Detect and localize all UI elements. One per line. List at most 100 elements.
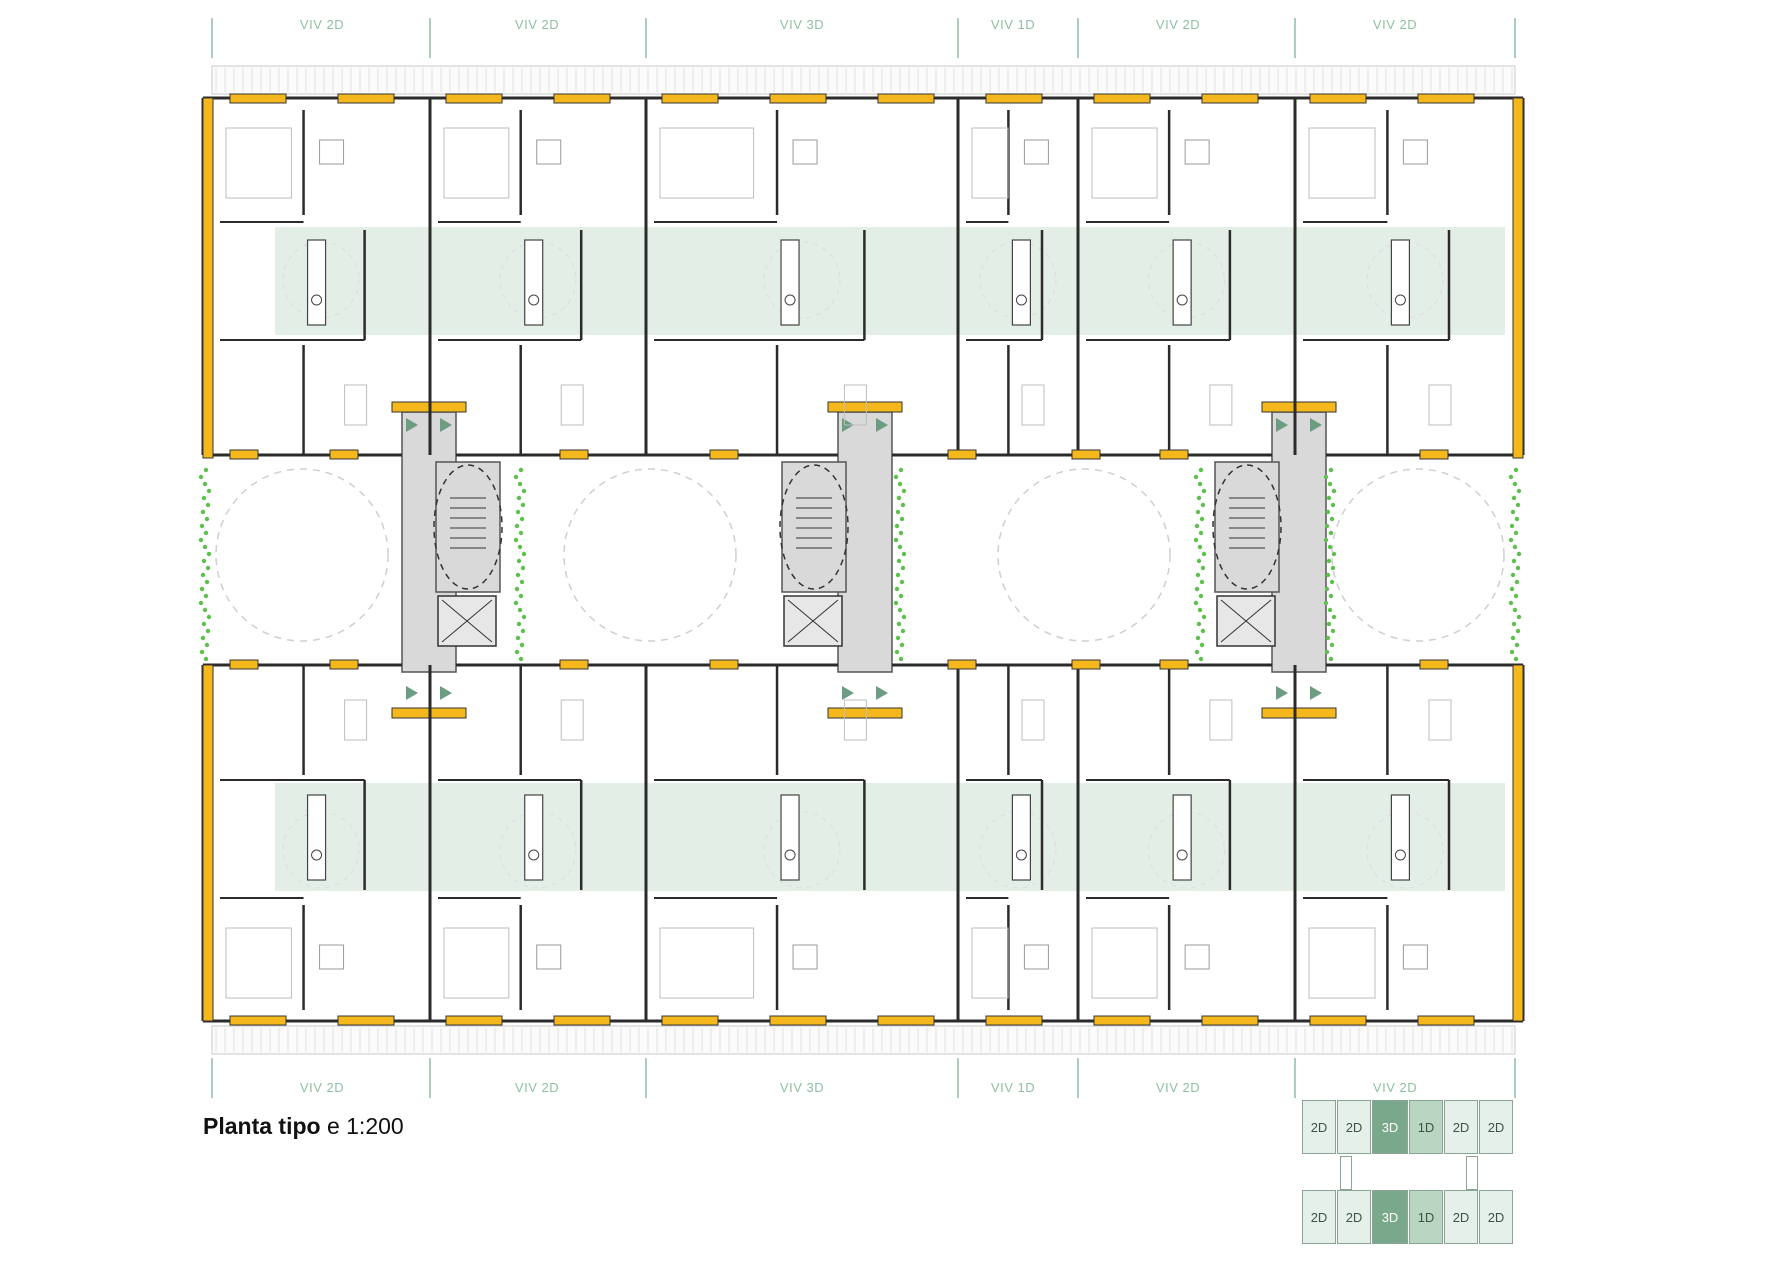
elevator-cross [441, 599, 493, 643]
corridor-window [1419, 659, 1449, 670]
plant-dot [1516, 614, 1522, 620]
plant-dot [519, 516, 525, 522]
table [1023, 944, 1049, 970]
kitchen-counter [780, 794, 800, 881]
door-swing [979, 241, 1057, 319]
hob [311, 849, 323, 861]
plant-dot [897, 544, 903, 550]
plant-dot [901, 488, 907, 494]
table [792, 944, 818, 970]
plant-dot [1515, 628, 1521, 634]
plant-dot [513, 600, 519, 606]
stair-hall [1214, 461, 1280, 593]
plant-dot [1201, 614, 1207, 620]
core-cap [827, 401, 903, 413]
plant-dot [1195, 635, 1201, 641]
plant-dot [900, 502, 906, 508]
hob [1394, 849, 1406, 861]
stair-hall [435, 461, 501, 593]
plant-dot [515, 572, 521, 578]
unit-label-bottom: VIV 2D [1155, 1080, 1201, 1095]
plant-dot [518, 530, 524, 536]
table [1402, 944, 1428, 970]
plant-dot [1515, 565, 1521, 571]
plant-dot [1516, 488, 1522, 494]
plant-dot [1510, 509, 1516, 515]
plant-dot [199, 586, 205, 592]
plant-dot [893, 600, 899, 606]
plant-dot [1508, 600, 1514, 606]
plant-dot [899, 579, 905, 585]
plant-dot [1326, 621, 1332, 627]
plant-dot [1513, 530, 1519, 536]
plant-dot [1509, 586, 1515, 592]
plant-dot [1198, 593, 1204, 599]
plant-dot [520, 565, 526, 571]
plant-dot [518, 467, 524, 473]
plant-dot [518, 593, 524, 599]
hob [784, 294, 796, 306]
plant-dot [1199, 579, 1205, 585]
window-panel [877, 93, 935, 104]
plant-dot [1329, 642, 1335, 648]
kitchen-counter [1390, 794, 1411, 881]
plant-dot [1195, 509, 1201, 515]
key-unit: 2D [1337, 1100, 1371, 1154]
table [1184, 139, 1210, 165]
plant-dot [1200, 565, 1206, 571]
arrow-icon [440, 418, 452, 432]
door-swing [499, 241, 577, 319]
plant-dot [1330, 565, 1336, 571]
dining-table [560, 384, 584, 426]
plant-dot [515, 635, 521, 641]
window-panel [337, 93, 395, 104]
table [536, 139, 562, 165]
plant-dot [1513, 467, 1519, 473]
plant-dot [520, 502, 526, 508]
key-link [1340, 1156, 1352, 1190]
plant-dot [898, 530, 904, 536]
elevator-cross [787, 599, 839, 643]
window-panel [1309, 93, 1367, 104]
plant-dot [203, 530, 209, 536]
hob [1394, 294, 1406, 306]
bed [225, 927, 292, 999]
key-unit: 2D [1302, 1190, 1336, 1244]
bed [971, 927, 1009, 999]
plant-dot [1194, 523, 1200, 529]
arrow-icon [876, 418, 888, 432]
window-panel [1093, 1015, 1151, 1026]
dining-table [1428, 699, 1452, 741]
corridor-window [947, 449, 977, 460]
dining-table [344, 384, 368, 426]
arrow-icon [406, 686, 418, 700]
plant-dot [1194, 586, 1200, 592]
courtyard-circle [563, 468, 737, 642]
plant-dot [1329, 516, 1335, 522]
core-cap [1261, 401, 1337, 413]
plant-dot [1516, 551, 1522, 557]
window-panel [985, 93, 1043, 104]
plant-dot [520, 628, 526, 634]
kitchen-counter [1172, 239, 1192, 326]
key-unit: 2D [1444, 1100, 1478, 1154]
plant-dot [1327, 544, 1333, 550]
corridor-window [229, 449, 259, 460]
facade-panel [1512, 97, 1524, 459]
key-unit: 1D [1409, 1100, 1443, 1154]
door-swing [282, 811, 360, 889]
courtyard-circle [997, 468, 1171, 642]
window-panel [1093, 93, 1151, 104]
plant-dot [521, 551, 527, 557]
table [536, 944, 562, 970]
window-panel [1417, 1015, 1475, 1026]
plant-dot [201, 558, 207, 564]
window-panel [229, 1015, 287, 1026]
facade-panel [202, 664, 214, 1022]
window-panel [769, 1015, 827, 1026]
window-panel [1201, 93, 1259, 104]
plant-dot [1512, 544, 1518, 550]
hob [1015, 849, 1027, 861]
dining-table [1021, 384, 1045, 426]
